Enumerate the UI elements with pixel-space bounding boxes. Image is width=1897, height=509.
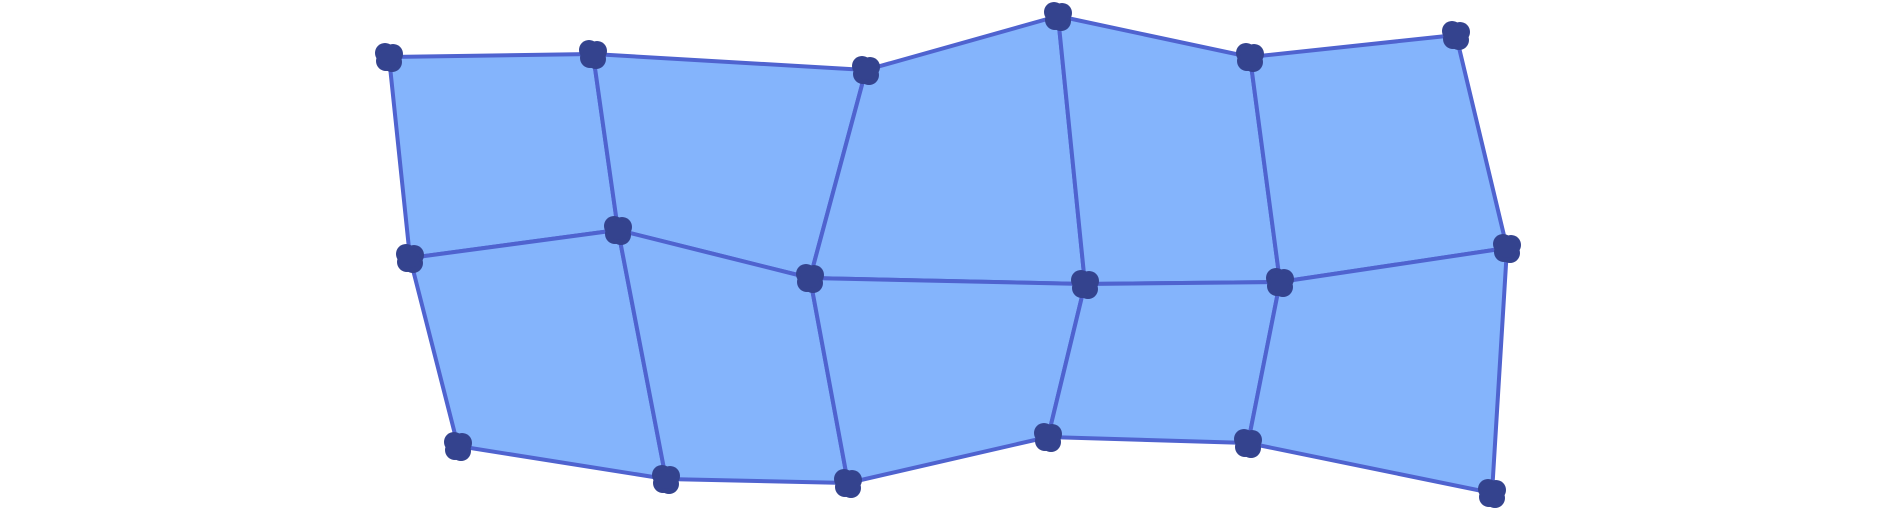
mesh-cell-r1-c3: [1046, 280, 1282, 445]
mesh-vertex-r0-c5: [1442, 21, 1470, 50]
mesh-cell-r1-c2: [808, 276, 1087, 485]
mesh-vertex-r2-c2: [834, 469, 862, 498]
mesh-cells: [387, 14, 1509, 495]
mesh-vertex-r1-c3: [1071, 270, 1099, 299]
mesh-vertex-r2-c1: [652, 465, 680, 494]
mesh-cell-r0-c4: [1248, 33, 1509, 284]
mesh-vertex-r2-c3: [1034, 423, 1062, 452]
mesh-vertex-r1-c0: [396, 244, 424, 273]
mesh-vertex-r0-c4: [1236, 43, 1264, 72]
mesh-vertex-r0-c1: [579, 40, 607, 69]
mesh-vertex-r1-c1: [604, 216, 632, 245]
mesh-vertex-r1-c2: [796, 264, 824, 293]
mesh-vertex-r2-c4: [1234, 429, 1262, 458]
mesh-cell-r0-c2: [808, 14, 1087, 286]
mesh-vertices: [375, 2, 1521, 508]
mesh-vertex-r1-c5: [1493, 234, 1521, 263]
mesh-vertex-r0-c2: [852, 56, 880, 85]
mesh-cell-r0-c0: [387, 52, 620, 260]
mesh-vertex-r0-c3: [1044, 2, 1072, 31]
mesh-vertex-r1-c4: [1266, 268, 1294, 297]
mesh-vertex-r0-c0: [375, 43, 403, 72]
mesh-vertex-r2-c0: [444, 432, 472, 461]
mesh-vertex-r2-c5: [1478, 479, 1506, 508]
